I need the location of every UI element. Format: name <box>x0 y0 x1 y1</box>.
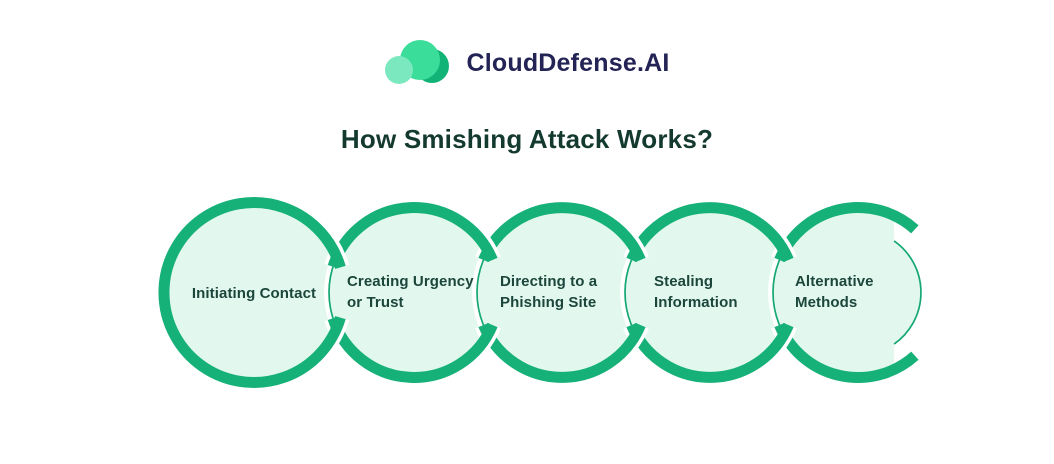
cloud-light-circle <box>385 56 414 84</box>
step-label-2-line-2: or Trust <box>347 294 404 311</box>
step-label-4-line-1: Stealing <box>654 273 714 290</box>
band-2-top <box>327 202 498 269</box>
step-label-2: Creating Urgency or Trust <box>347 271 474 313</box>
last-circle-thin-arc <box>893 240 922 345</box>
step-label-5: Alternative Methods <box>795 271 874 313</box>
step-label-4-line-2: Information <box>654 294 738 311</box>
step-label-1-line-1: Initiating Contact <box>191 285 317 302</box>
step-label-2-line-1: Creating Urgency <box>347 273 474 290</box>
step-label-3-line-2: Phishing Site <box>500 294 597 311</box>
step-label-5-line-2: Methods <box>795 294 858 311</box>
clouddefense-cloud-icon <box>385 40 450 84</box>
band-3-top <box>478 202 646 263</box>
band-4-bottom <box>626 322 794 383</box>
step-label-4: Stealing Information <box>654 271 738 313</box>
brand-name: CloudDefense.AI <box>466 48 670 77</box>
band-3-bottom <box>478 322 646 383</box>
header: CloudDefense.AI <box>0 40 1054 86</box>
band-5-bottom <box>774 322 919 383</box>
band-2-bottom <box>327 316 498 383</box>
step-label-3: Directing to a Phishing Site <box>500 271 597 313</box>
band-4-top <box>626 202 794 263</box>
band-1 <box>158 197 346 388</box>
step-label-3-line-1: Directing to a <box>500 273 598 290</box>
band-5-top <box>774 202 919 263</box>
step-label-1: Initiating Contact <box>169 283 339 304</box>
page-title: How Smishing Attack Works? <box>340 124 714 154</box>
step-label-5-line-1: Alternative <box>795 273 874 290</box>
ring-bands <box>155 193 921 392</box>
last-circle-bite <box>894 175 1040 410</box>
